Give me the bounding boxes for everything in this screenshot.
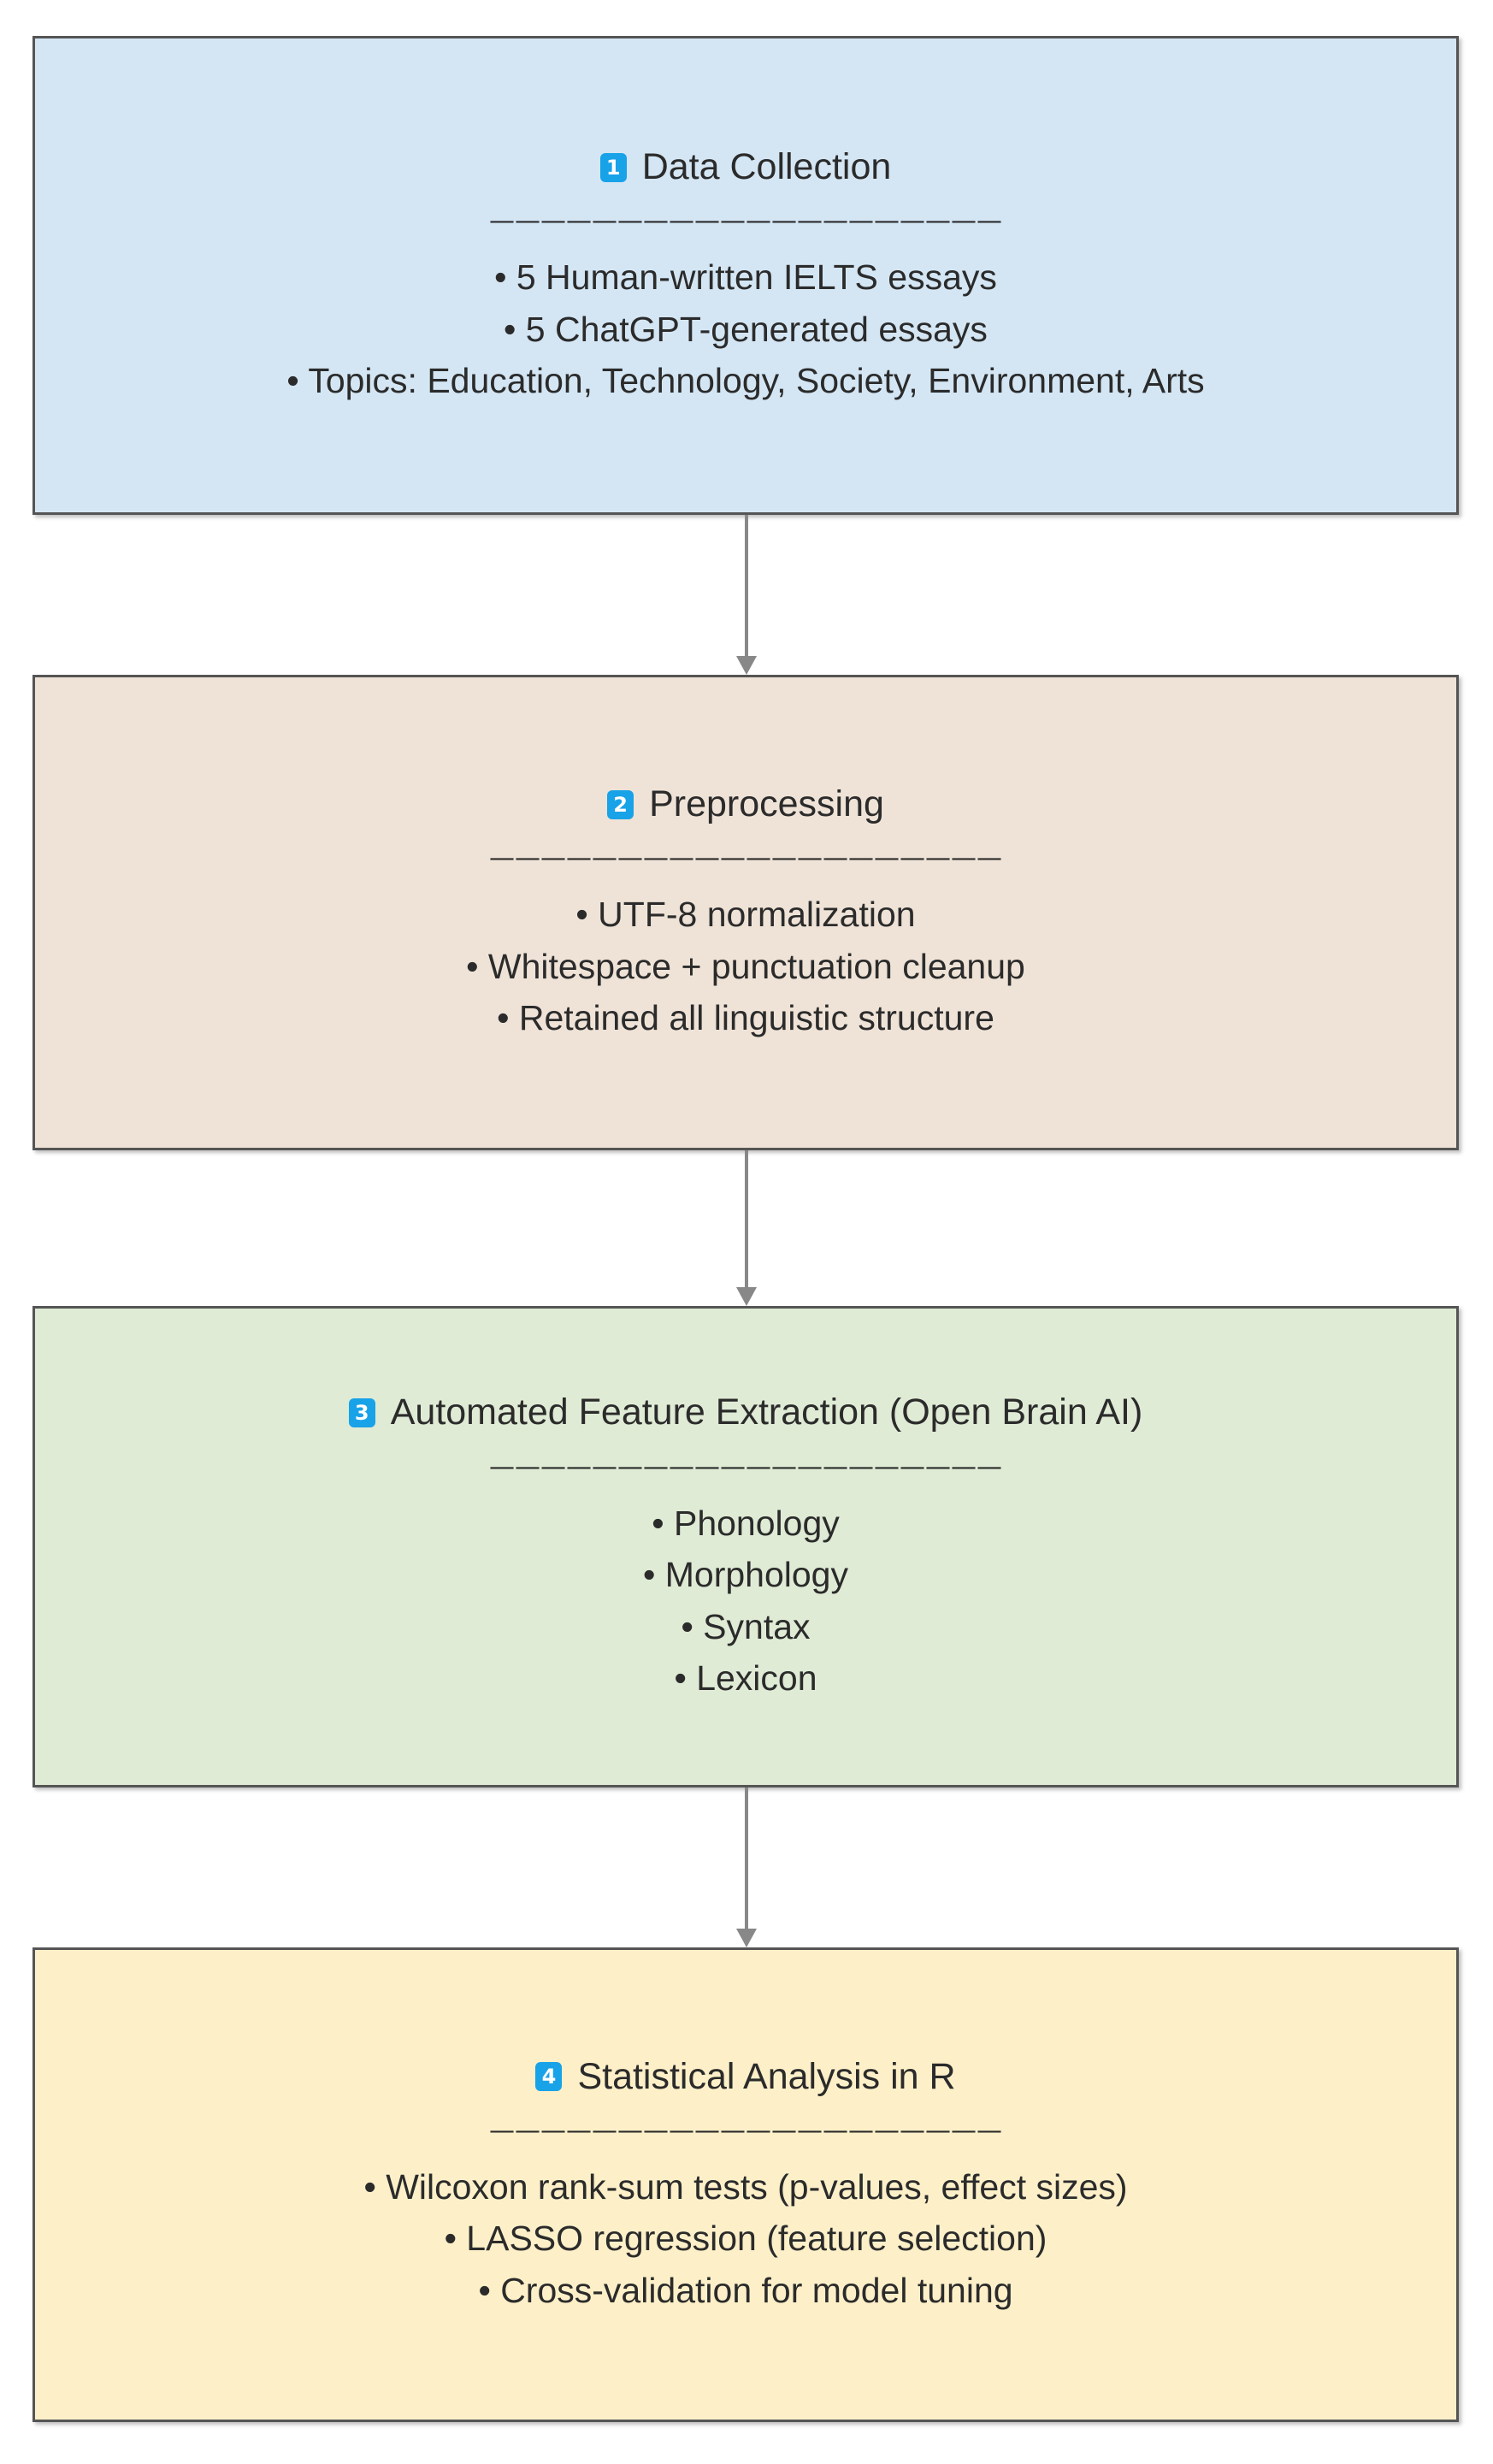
node-bullet-list: • Phonology • Morphology • Syntax • Lexi… [643, 1501, 848, 1701]
node-bullet-list: • Wilcoxon rank-sum tests (p-values, eff… [363, 2165, 1127, 2313]
node-title-text: Statistical Analysis in R [577, 2055, 956, 2097]
list-item: • Syntax [681, 1606, 811, 1646]
connector-arrow-1-to-2 [736, 515, 757, 675]
node-content: 3 Automated Feature Extraction (Open Bra… [35, 1392, 1456, 1700]
node-title-row: 3 Automated Feature Extraction (Open Bra… [348, 1392, 1143, 1433]
list-item: • Topics: Education, Technology, Society… [286, 361, 1205, 401]
node-title-text: Preprocessing [649, 783, 884, 825]
list-item: • Retained all linguistic structure [497, 998, 994, 1038]
node-content: 2 Preprocessing ———————————————————— • U… [35, 783, 1456, 1041]
node-title-text: Automated Feature Extraction (Open Brain… [390, 1392, 1143, 1433]
node-content: 4 Statistical Analysis in R ————————————… [35, 2055, 1456, 2313]
node-title-row: 2 Preprocessing [607, 783, 884, 825]
step-number-badge-icon: 3 [348, 1398, 375, 1428]
flow-node-feature-extraction[interactable]: 3 Automated Feature Extraction (Open Bra… [32, 1306, 1459, 1787]
node-divider: ———————————————————— [489, 2115, 1002, 2146]
connector-arrow-2-to-3 [736, 1150, 757, 1306]
list-item: • Lexicon [674, 1658, 817, 1699]
list-item: • Cross-validation for model tuning [478, 2270, 1013, 2310]
flow-node-data-collection[interactable]: 1 Data Collection ———————————————————— •… [32, 36, 1459, 515]
flow-node-preprocessing[interactable]: 2 Preprocessing ———————————————————— • U… [32, 675, 1459, 1150]
node-title-row: 1 Data Collection [599, 146, 892, 188]
list-item: • Wilcoxon rank-sum tests (p-values, eff… [363, 2166, 1128, 2207]
list-item: • Phonology [652, 1503, 840, 1543]
node-bullet-list: • 5 Human-written IELTS essays • 5 ChatG… [286, 255, 1204, 403]
flow-node-statistical-analysis[interactable]: 4 Statistical Analysis in R ————————————… [32, 1947, 1459, 2422]
list-item: • UTF-8 normalization [575, 895, 916, 935]
node-title-text: Data Collection [641, 146, 892, 188]
arrow-stem [745, 1150, 748, 1287]
arrow-head-down-icon [736, 1929, 757, 1947]
arrow-stem [745, 515, 748, 656]
list-item: • Morphology [643, 1555, 848, 1595]
arrow-head-down-icon [736, 656, 757, 675]
node-divider: ———————————————————— [489, 843, 1002, 874]
node-title-row: 4 Statistical Analysis in R [535, 2055, 956, 2097]
step-number-badge-icon: 4 [535, 2062, 563, 2092]
node-divider: ———————————————————— [489, 1451, 1002, 1482]
node-divider: ———————————————————— [489, 206, 1002, 237]
list-item: • 5 ChatGPT-generated essays [504, 309, 988, 349]
list-item: • LASSO regression (feature selection) [444, 2219, 1047, 2259]
list-item: • 5 Human-written IELTS essays [494, 257, 997, 298]
connector-arrow-3-to-4 [736, 1787, 757, 1947]
list-item: • Whitespace + punctuation cleanup [466, 946, 1025, 986]
node-bullet-list: • UTF-8 normalization • Whitespace + pun… [466, 892, 1025, 1040]
step-number-badge-icon: 1 [599, 152, 627, 182]
arrow-stem [745, 1787, 748, 1929]
arrow-head-down-icon [736, 1287, 757, 1306]
step-number-badge-icon: 2 [607, 789, 634, 819]
node-content: 1 Data Collection ———————————————————— •… [35, 146, 1456, 404]
